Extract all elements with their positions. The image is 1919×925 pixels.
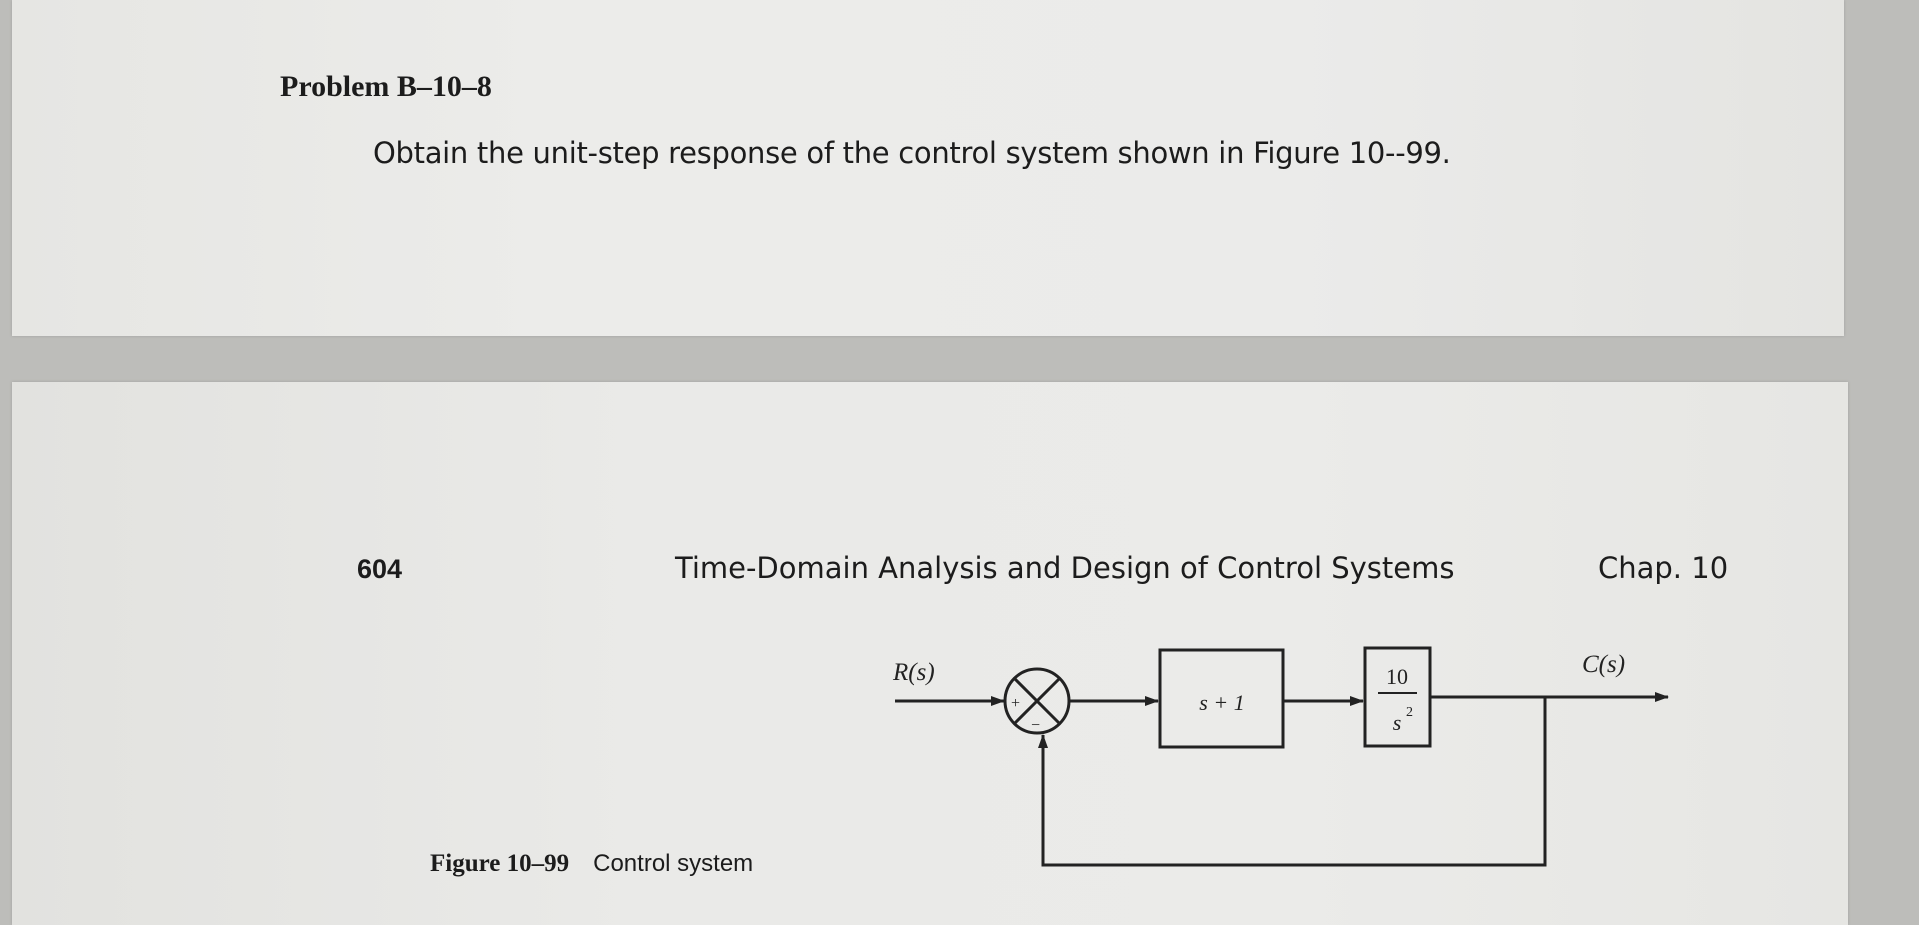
- block-1-label: s + 1: [1199, 690, 1244, 715]
- problem-page-section: [12, 0, 1844, 336]
- block-2-numerator: 10: [1386, 664, 1408, 689]
- chapter-label: Chap. 10: [1598, 551, 1729, 585]
- feedback-path: [1038, 697, 1547, 867]
- problem-statement: Obtain the unit-step response of the con…: [373, 136, 1451, 170]
- block-2-denominator-exponent: 2: [1406, 705, 1413, 720]
- figure-title: Control system: [593, 850, 754, 877]
- page-number: 604: [357, 554, 403, 584]
- block-2-denominator: s: [1393, 710, 1402, 735]
- input-label: R(s): [892, 659, 935, 686]
- output-label: C(s): [1582, 651, 1625, 678]
- figure-page-section: [12, 382, 1848, 925]
- problem-title: Problem B–10–8: [280, 70, 492, 103]
- summing-plus-sign: +: [1011, 695, 1020, 712]
- figure-caption: Figure 10–99 Control system: [430, 850, 753, 878]
- running-title: Time-Domain Analysis and Design of Contr…: [675, 551, 1455, 585]
- summing-minus-sign: −: [1031, 717, 1040, 734]
- figure-number: Figure 10–99: [430, 850, 570, 877]
- block-1: [1158, 648, 1285, 749]
